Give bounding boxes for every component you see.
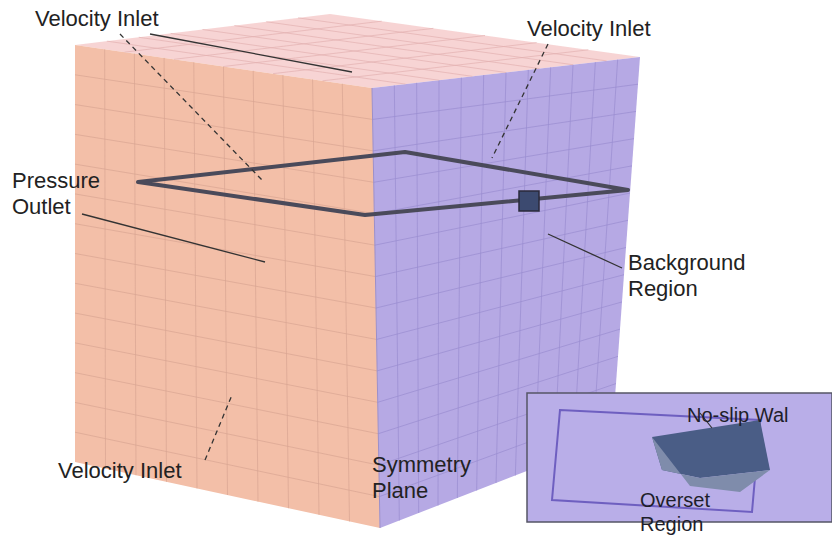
leader-line [548, 234, 622, 268]
inset-panel: No-slip WalOverset Region [527, 393, 832, 522]
leader-line [120, 34, 262, 180]
inset-label: No-slip Wal [687, 403, 827, 427]
leader-line [150, 34, 352, 72]
region-label: Pressure Outlet [12, 168, 112, 220]
leader-line [205, 395, 232, 460]
region-label: Velocity Inlet [35, 6, 235, 32]
pressure-outlet-face [75, 45, 380, 528]
region-label: Velocity Inlet [527, 16, 727, 42]
overset-marker [519, 191, 539, 211]
leader-line [82, 214, 265, 262]
refined-band [138, 152, 628, 215]
region-label: Symmetry Plane [372, 452, 492, 504]
ship-hull-side [652, 437, 770, 492]
region-label: Background Region [628, 250, 788, 302]
region-label: Velocity Inlet [58, 458, 258, 484]
leader-line [492, 44, 548, 158]
inset-label: Overset Region [640, 488, 740, 536]
